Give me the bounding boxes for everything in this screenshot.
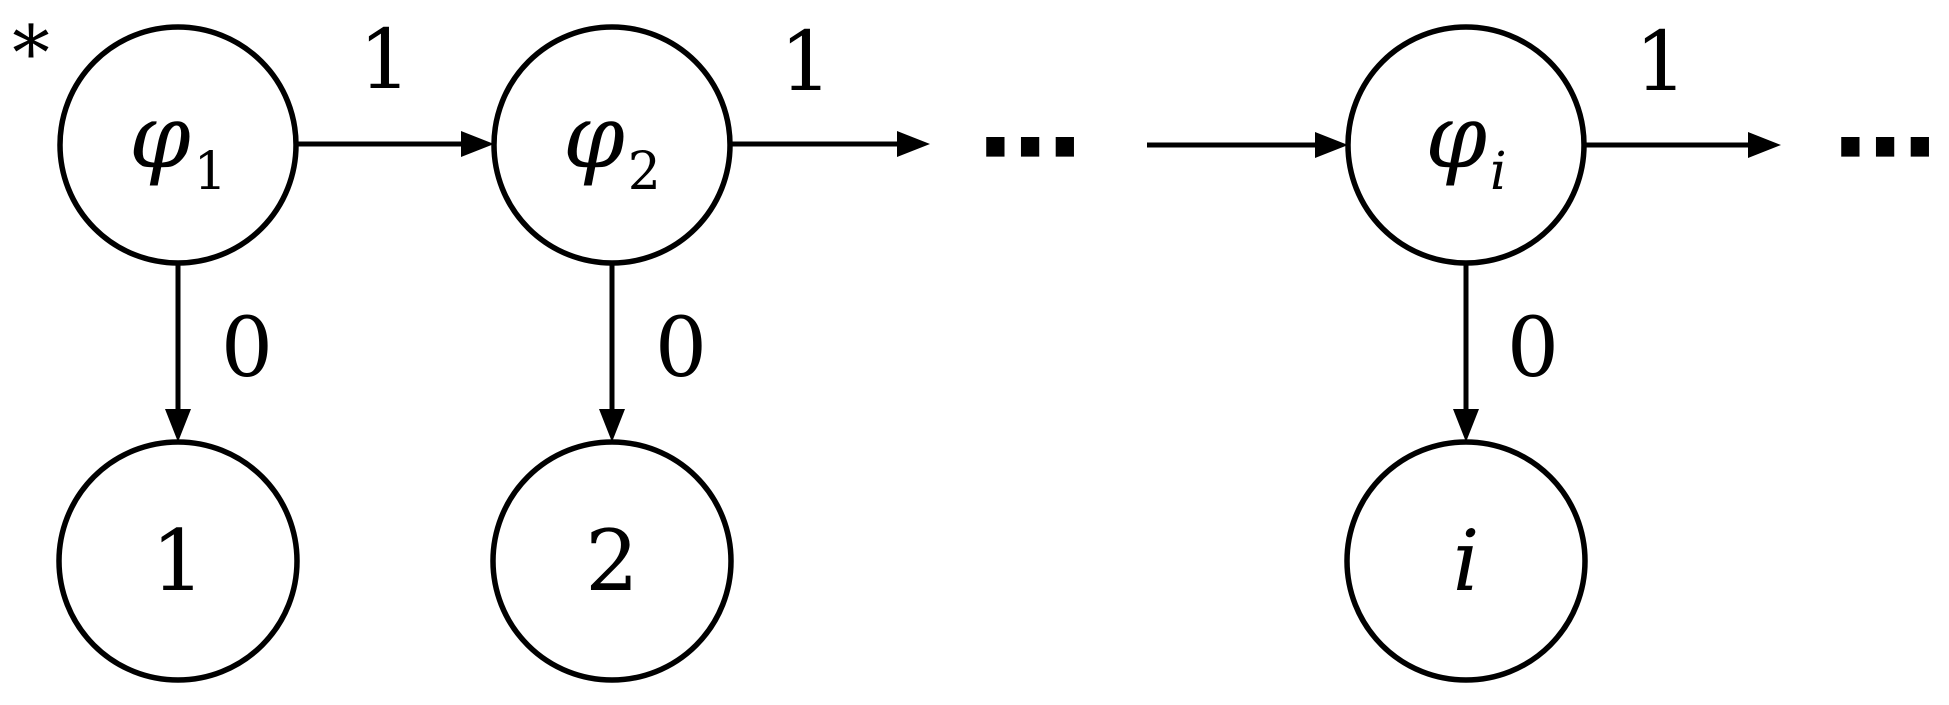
state-label-phi1: φ1 <box>60 27 296 263</box>
edge-label-h3: 1 <box>1634 15 1688 110</box>
arrowhead-icon <box>1453 409 1479 442</box>
state-label-phi1-text: φ1 <box>129 92 227 198</box>
phi1-base: φ <box>129 84 191 188</box>
arrowhead-icon <box>599 409 625 442</box>
state-label-phi2-text: φ2 <box>563 92 661 198</box>
edge-label-v3: 0 <box>1506 301 1560 396</box>
edge-phi2-out2 <box>599 263 625 442</box>
arrowhead-icon <box>165 409 191 442</box>
arrowhead-icon <box>1748 132 1781 158</box>
ellipsis-dots-mid: ⋯ <box>978 86 1082 208</box>
edge-phi2-dots <box>730 131 930 157</box>
output-label-1-text: 1 <box>151 512 205 610</box>
edge-phi1-out1 <box>165 263 191 442</box>
output-label-1: 1 <box>60 443 296 679</box>
arrowhead-icon <box>461 131 494 157</box>
state-label-phi2: φ2 <box>494 27 730 263</box>
output-label-i: i <box>1348 443 1584 679</box>
output-label-2: 2 <box>494 443 730 679</box>
edge-phi1-phi2 <box>296 131 494 157</box>
arrowhead-icon <box>1315 132 1348 158</box>
state-label-phii-text: φi <box>1425 92 1506 198</box>
phii-base: φ <box>1425 84 1487 188</box>
phi2-base: φ <box>563 84 625 188</box>
ellipsis-dots-right: ⋯ <box>1833 86 1937 208</box>
edge-label-h2: 1 <box>779 15 833 110</box>
arrowhead-icon <box>897 131 930 157</box>
phi2-sub: 2 <box>627 141 661 202</box>
edge-label-v1: 0 <box>220 301 274 396</box>
edge-label-v2: 0 <box>654 301 708 396</box>
phi1-sub: 1 <box>193 141 227 202</box>
start-marker: * <box>12 9 50 97</box>
state-label-phii: φi <box>1348 27 1584 263</box>
edge-phii-dots <box>1584 132 1781 158</box>
edge-label-h1: 1 <box>358 13 412 108</box>
output-label-2-text: 2 <box>585 512 639 610</box>
edge-dots-phii <box>1147 132 1348 158</box>
phii-sub: i <box>1489 141 1507 202</box>
output-label-i-text: i <box>1452 512 1480 610</box>
edge-phii-outi <box>1453 264 1479 442</box>
